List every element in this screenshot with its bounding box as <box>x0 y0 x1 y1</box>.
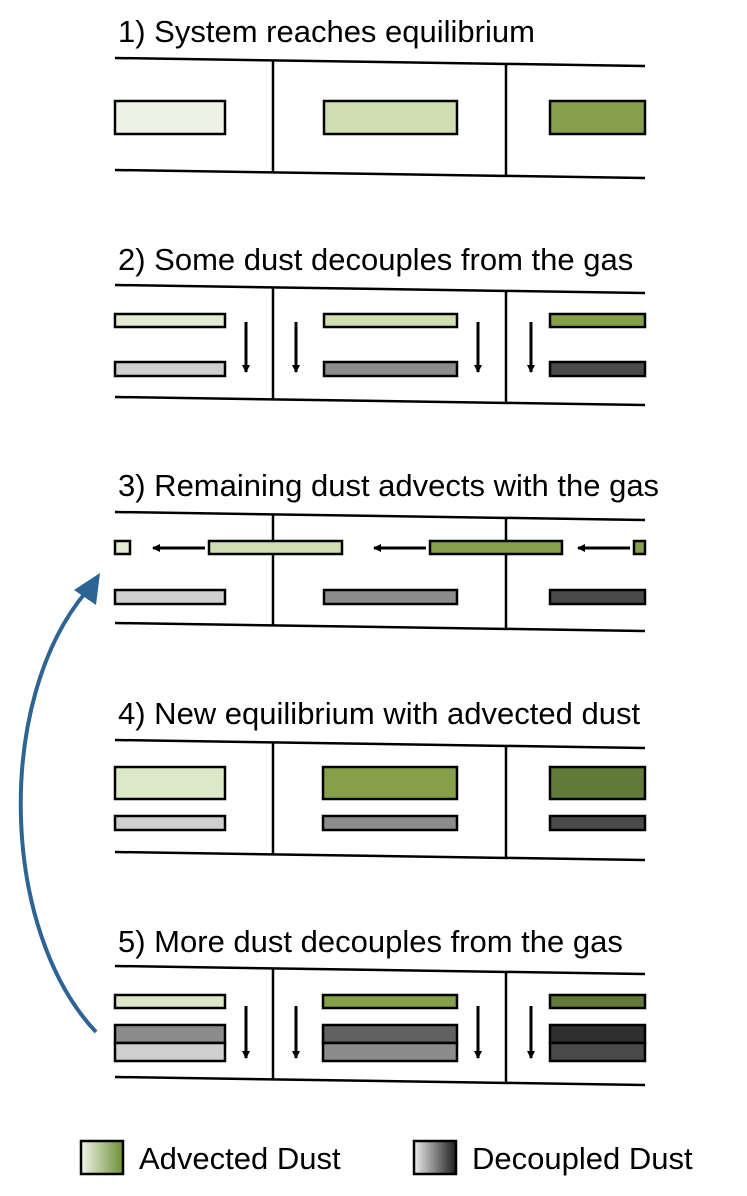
step-1-tube <box>114 56 646 180</box>
advected-dust-bar <box>632 539 647 556</box>
legend-decoupled-label: Decoupled Dust <box>472 1141 693 1176</box>
decoupled-dust-bar <box>548 588 647 606</box>
step-4: 4) New equilibrium with advected dust <box>113 696 647 862</box>
legend-advected-label: Advected Dust <box>139 1141 341 1176</box>
decoupled-dust-bar <box>548 814 647 832</box>
decoupled-dust-bar <box>548 360 647 378</box>
decoupled-dust-bar <box>321 814 459 832</box>
step-2-title: 2) Some dust decouples from the gas <box>118 242 633 277</box>
advected-dust-bar <box>548 993 647 1010</box>
advected-dust-bar <box>207 539 344 556</box>
legend-decoupled-swatch <box>412 1139 458 1176</box>
cycle-arrow-icon <box>18 573 100 1034</box>
step-3-title: 3) Remaining dust advects with the gas <box>118 468 659 503</box>
advected-dust-bar <box>113 99 227 136</box>
step-1: 1) System reaches equilibrium <box>113 14 647 180</box>
step-2: 2) Some dust decouples from the gas <box>113 242 647 407</box>
advected-dust-bar <box>322 99 459 136</box>
decoupled-dust-bar <box>113 588 227 606</box>
advected-dust-bar <box>548 765 647 801</box>
decoupled-dust-bar <box>113 1023 227 1045</box>
decoupled-dust-bar <box>113 814 227 832</box>
legend: Advected Dust Decoupled Dust <box>79 1139 693 1176</box>
decoupled-dust-bar <box>322 588 459 606</box>
step-3: 3) Remaining dust advects with the gas <box>113 468 659 633</box>
step-3-tube <box>114 510 646 633</box>
step-1-title: 1) System reaches equilibrium <box>118 14 535 49</box>
step-5-title: 5) More dust decouples from the gas <box>118 924 623 959</box>
decoupled-dust-bar <box>113 1041 227 1063</box>
decoupled-dust-bar <box>548 1023 647 1045</box>
step-5-tube <box>114 964 646 1087</box>
step-2-tube <box>114 283 646 407</box>
advected-dust-bar <box>428 539 564 556</box>
decoupled-dust-bar <box>113 360 227 378</box>
step-4-title: 4) New equilibrium with advected dust <box>118 696 640 731</box>
advected-dust-bar <box>322 312 459 329</box>
decoupled-dust-bar <box>322 360 459 378</box>
decoupled-dust-bar <box>321 1023 459 1045</box>
advected-dust-bar <box>113 993 227 1010</box>
advected-dust-bar <box>113 765 227 801</box>
advected-dust-bar <box>548 312 647 329</box>
advected-dust-bar <box>321 993 459 1010</box>
advected-dust-bar <box>113 312 227 329</box>
advected-dust-bar <box>548 99 647 136</box>
legend-advected-swatch <box>79 1139 125 1176</box>
decoupled-dust-bar <box>548 1041 647 1063</box>
step-4-tube <box>114 738 646 862</box>
decoupled-dust-bar <box>321 1041 459 1063</box>
advected-dust-bar <box>321 765 459 801</box>
step-5: 5) More dust decouples from the gas <box>113 924 647 1087</box>
advected-dust-bar <box>113 539 132 556</box>
